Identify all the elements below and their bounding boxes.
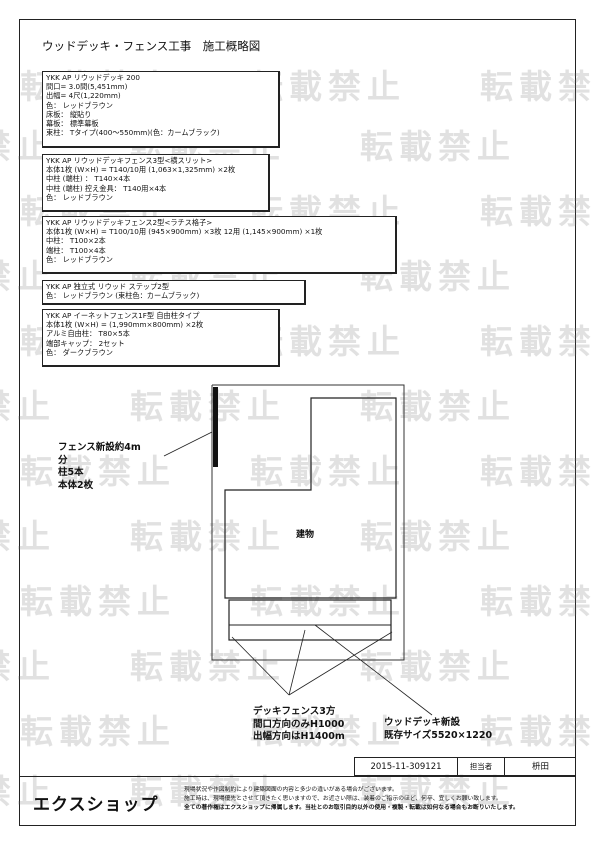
footer-info-row: 2015-11-309121 担当者 枡田: [354, 757, 576, 776]
spec-line: 間口= 3.0間(5,451mm): [46, 82, 128, 92]
leader-deck-fence-2: [288, 629, 306, 696]
spec-box-step: YKK AP 独立式 リウッド ステップ2型 色： レッドブラウン (束柱色：カ…: [42, 280, 306, 305]
page-title: ウッドデッキ・フェンス工事 施工概略図: [42, 39, 261, 53]
spec-line: YKK AP リウッドデッキフェンス2型<ラチス格子>: [46, 218, 213, 227]
staff-name: 枡田: [531, 761, 549, 772]
wood-deck-outline: [228, 599, 392, 641]
spec-line: 幕板： 標準幕板: [46, 119, 99, 129]
legal-notice: 現場状況や作図制約により建築図面の内容と多少の違いがある場合がございます。 施工…: [184, 786, 519, 813]
fence-note-line: 柱5本: [58, 467, 84, 478]
spec-line: 床板： 縦貼り: [46, 109, 92, 119]
spec-line: 束柱： Tタイプ(400～550mm)(色：カームブラック): [46, 128, 220, 138]
company-logo: エクスショップ: [33, 795, 159, 815]
spec-line: 中柱 (端柱) ： T140×4本: [46, 174, 131, 184]
deck-note-line: ウッドデッキ新設: [384, 717, 461, 728]
leader-deck: [314, 624, 433, 716]
building-outline: [224, 397, 397, 599]
page-frame: [19, 19, 576, 826]
spec-line: 出幅= 4尺(1,220mm): [46, 91, 121, 101]
legal-line: 施工時は、現場優先とさせて頂きたく思いますので、お近さい際は、装着のご指示のほど…: [184, 796, 502, 802]
fence-note-line: 分: [58, 454, 68, 466]
building-label: 建物: [296, 530, 315, 540]
doc-number: 2015-11-309121: [355, 758, 458, 775]
legal-line: 全ての著作権はエクスショップに帰属します。当社とのお取引目的以外の使用・複製・転…: [184, 805, 519, 811]
fence-note-line: フェンス新設約4m: [58, 442, 141, 453]
spec-line: アルミ自由柱： T80×5本: [46, 329, 130, 339]
site-boundary: [211, 384, 405, 661]
spec-line: YKK AP 独立式 リウッド ステップ2型: [46, 282, 170, 291]
spec-line: 色： レッドブラウン: [46, 254, 113, 264]
spec-line: YKK AP リウッドデッキフェンス3型<横スリット>: [46, 156, 213, 165]
leader-deck-fence-1: [231, 636, 290, 696]
spec-line: 中柱： T100×2本: [46, 236, 106, 246]
spec-line: 色： レッドブラウン: [46, 100, 113, 110]
leader-deck-fence-3: [288, 631, 393, 696]
deck-fence-note-line: デッキフェンス3方: [253, 706, 336, 717]
spec-line: 色： レッドブラウン: [46, 192, 113, 202]
spec-line: 端部キャップ： 2セット: [46, 338, 125, 348]
spec-box-fence2: YKK AP リウッドデッキフェンス2型<ラチス格子> 本体1枚 (W×H) =…: [42, 216, 397, 274]
spec-box-enet-fence: YKK AP イーネットフェンス1F型 自由柱タイプ 本体1枚 (W×H) = …: [42, 309, 280, 367]
spec-line: 端柱： T100×4本: [46, 245, 106, 255]
deck-fence-note-line: 間口方向のみH1000: [253, 718, 345, 730]
deck-fence-line: [228, 600, 392, 626]
new-fence-mark: [213, 387, 218, 467]
spec-line: 本体1枚 (W×H) = T100/10用 (945×900mm) ×3枚 12…: [46, 227, 323, 237]
fence-note: フェンス新設約4m 分 柱5本 本体2枚: [58, 442, 141, 492]
spec-line: YKK AP イーネットフェンス1F型 自由柱タイプ: [46, 311, 200, 320]
deck-note-line: 既存サイズ5520×1220: [384, 729, 493, 741]
staff-label: 担当者: [458, 758, 505, 775]
spec-line: 本体1枚 (W×H) = (1,990mm×800mm) ×2枚: [46, 320, 204, 330]
fence-note-line: 本体2枚: [58, 479, 94, 491]
footer: 2015-11-309121 担当者 枡田 エクスショップ 現場状況や作図制約に…: [19, 757, 576, 826]
deck-fence-note-line: 出幅方向はH1400m: [253, 731, 345, 742]
spec-line: 色： レッドブラウン (束柱色：カームブラック): [46, 291, 200, 301]
spec-line: 本体1枚 (W×H) = T140/10用 (1,063×1,325mm) ×2…: [46, 165, 236, 175]
spec-box-deck: YKK AP リウッドデッキ 200 間口= 3.0間(5,451mm) 出幅=…: [42, 71, 280, 148]
spec-line: 色： ダークブラウン: [46, 347, 113, 357]
spec-box-fence3: YKK AP リウッドデッキフェンス3型<横スリット> 本体1枚 (W×H) =…: [42, 154, 270, 212]
leader-fence: [163, 431, 213, 457]
spec-line: YKK AP リウッドデッキ 200: [46, 73, 140, 82]
legal-line: 現場状況や作図制約により建築図面の内容と多少の違いがある場合がございます。: [184, 787, 398, 793]
deck-fence-note: デッキフェンス3方 間口方向のみH1000 出幅方向はH1400m: [253, 706, 345, 744]
footer-divider: [19, 776, 576, 777]
spec-line: 中柱 (端柱) 控え金具： T140用×4本: [46, 183, 167, 193]
deck-note: ウッドデッキ新設 既存サイズ5520×1220: [384, 717, 492, 742]
